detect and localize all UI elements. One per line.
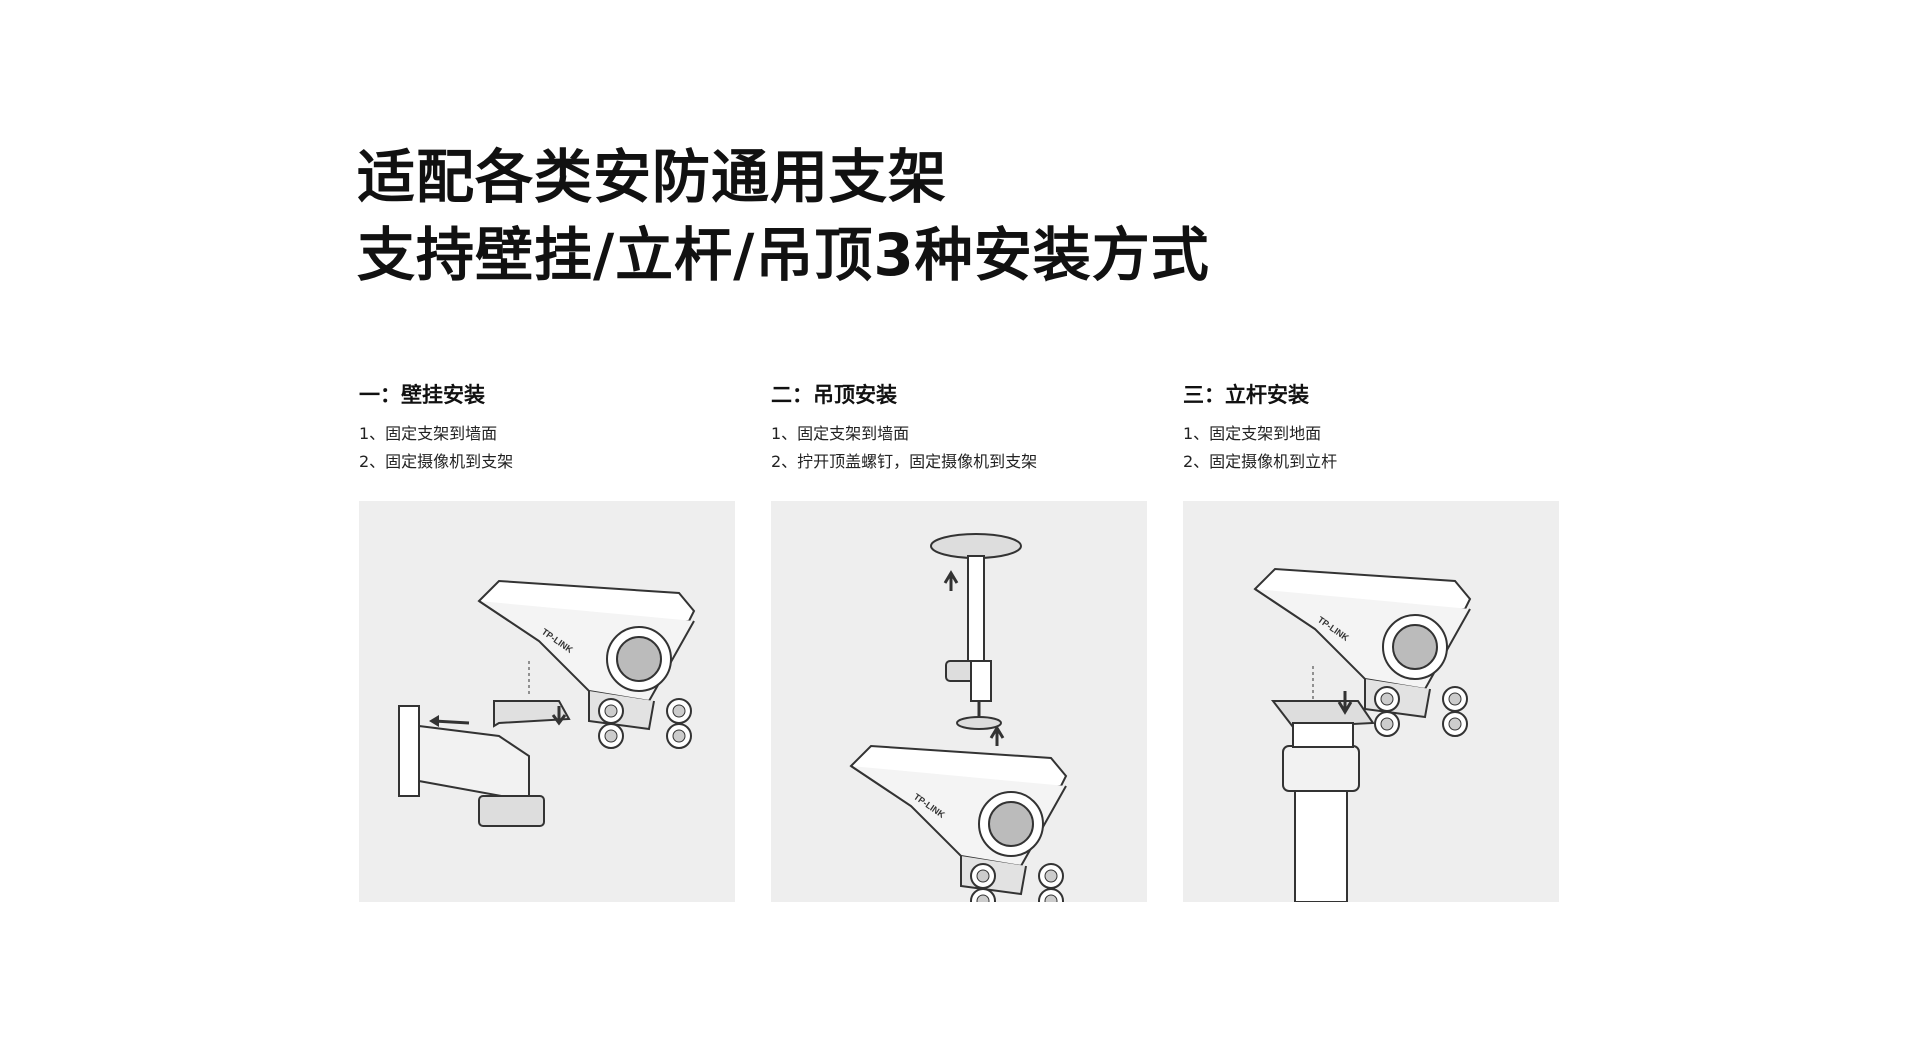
step-2: 2、固定摄像机到立杆: [1183, 452, 1338, 471]
ceiling-mount-illustration: [771, 501, 1147, 902]
section-ceiling-mount: 二：吊顶安装 1、固定支架到墙面 2、拧开顶盖螺钉，固定摄像机到支架: [771, 380, 1147, 476]
section-title: 二：吊顶安装: [771, 383, 897, 407]
step-2: 2、固定摄像机到支架: [359, 452, 514, 471]
section-wall-mount: 一：壁挂安装 1、固定支架到墙面 2、固定摄像机到支架: [359, 380, 735, 476]
section-title: 三：立杆安装: [1183, 383, 1309, 407]
step-1: 1、固定支架到墙面: [771, 424, 910, 443]
headline-line-1: 适配各类安防通用支架: [357, 143, 948, 211]
section-pole-mount: 三：立杆安装 1、固定支架到地面 2、固定摄像机到立杆: [1183, 380, 1559, 476]
step-1: 1、固定支架到地面: [1183, 424, 1322, 443]
pole-mount-illustration: [1183, 501, 1559, 902]
wall-mount-illustration: [359, 501, 735, 902]
section-title: 一：壁挂安装: [359, 383, 485, 407]
headline-line-2: 支持壁挂/立杆/吊顶3种安装方式: [357, 221, 1210, 289]
step-1: 1、固定支架到墙面: [359, 424, 498, 443]
step-2: 2、拧开顶盖螺钉，固定摄像机到支架: [771, 452, 1038, 471]
